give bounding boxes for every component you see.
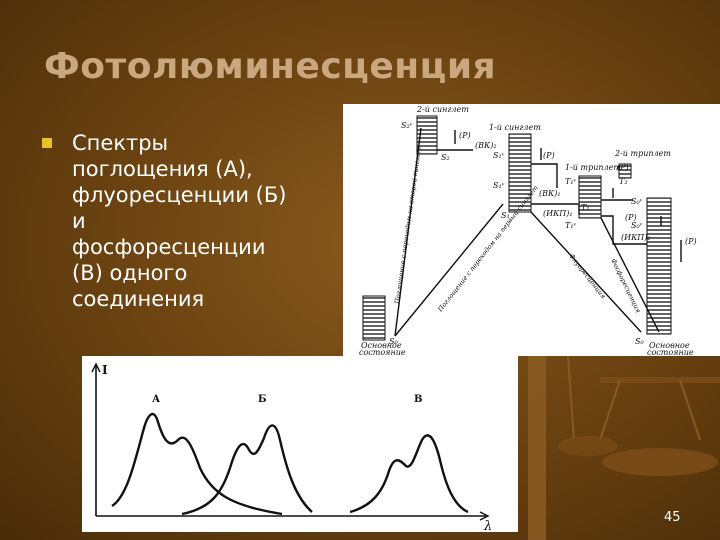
curve-a-label: А [152, 394, 161, 405]
fluor-label: Флуоресценция [567, 252, 607, 300]
spectra-svg: I λ А Б В [91, 362, 492, 534]
s1-label: S₁ [501, 211, 510, 220]
y-axis-arrow [91, 362, 101, 373]
triplet2-label: 2-й триплет [614, 149, 671, 158]
s2v-label: S₂ᵛ [401, 121, 413, 130]
y-axis-label: I [102, 363, 108, 377]
s0-left-label: S₀ [389, 337, 398, 346]
slide-title: Фотолюминесценция [44, 46, 497, 87]
s2-levels [416, 115, 438, 155]
s0-left-levels [362, 295, 386, 341]
ikp1-label: (ИКП)₁ [543, 209, 573, 218]
s1v2-label: S₁ᵛ [493, 181, 505, 190]
p5-label: (P) [685, 237, 697, 246]
p3-label: (P) [617, 163, 629, 172]
vk1-label: (ВК)₁ [539, 189, 561, 198]
curve-c-label: В [414, 394, 422, 405]
ground-right-line2: состояние [647, 348, 694, 356]
slide-body-text: Спектры поглощения (А), флуоресценции (Б… [72, 131, 287, 311]
singlet1-label: 1-й синглет [489, 123, 541, 132]
singlet2-label: 2-й синглет [416, 105, 469, 114]
s1-levels [508, 133, 532, 213]
jablonski-diagram: 2-й синглет 1-й синглет 1-й триплет 2-й … [343, 104, 720, 357]
t1v2-label: T₁ᵛ [565, 221, 577, 230]
page-number: 45 [664, 510, 681, 525]
ikp2-label: (ИКП)₂ [621, 233, 651, 242]
curve-b-label: Б [258, 394, 267, 405]
triplet1-label: 1-й триплет [565, 163, 621, 172]
vk2-label: (ВК)₂ [475, 141, 497, 150]
ground-left-line1: Основное [361, 341, 402, 350]
abs2-label: Поглощение с переходом на второй синглет [393, 146, 423, 305]
curve-c [349, 434, 469, 514]
ground-right-line1: Основное [649, 341, 690, 350]
p1-label: (P) [459, 131, 471, 140]
s0-right-label: S₀ [635, 337, 644, 346]
s1v-label: S₁ᵛ [493, 151, 505, 160]
ground-left-line2: состояние [359, 348, 406, 356]
t1v-label: T₁ᵛ [565, 177, 577, 186]
jablonski-svg: 2-й синглет 1-й синглет 1-й триплет 2-й … [359, 105, 697, 357]
s2-label: S₂ [441, 153, 450, 162]
bullet-marker [42, 138, 52, 148]
t1-levels [578, 175, 602, 219]
t1-label: T₁ [581, 203, 590, 212]
t2-levels [618, 163, 632, 179]
x-axis-label: λ [483, 519, 492, 532]
s0-right-levels [646, 197, 672, 335]
curve-b [181, 424, 313, 516]
curve-a [111, 412, 283, 516]
spectra-figure: I λ А Б В [82, 356, 518, 534]
t2-label: T₂ [619, 177, 628, 186]
x-axis-arrow [479, 511, 490, 521]
abs1-label: Поглощение с переходом на первый синглет [436, 184, 540, 314]
s0v2-label: S₀ᵛ [631, 221, 643, 230]
s0v-label: S₀ᵛ [631, 197, 643, 206]
p2-label: (P) [543, 151, 555, 160]
p4-label: (P) [625, 213, 637, 222]
